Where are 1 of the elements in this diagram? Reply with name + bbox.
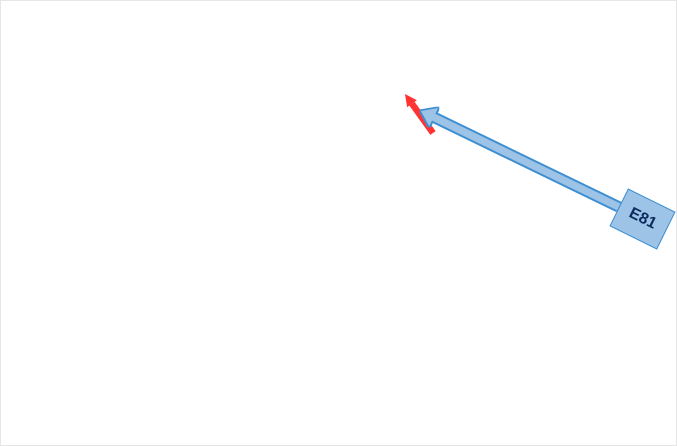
callout-label: E81 (626, 205, 659, 232)
